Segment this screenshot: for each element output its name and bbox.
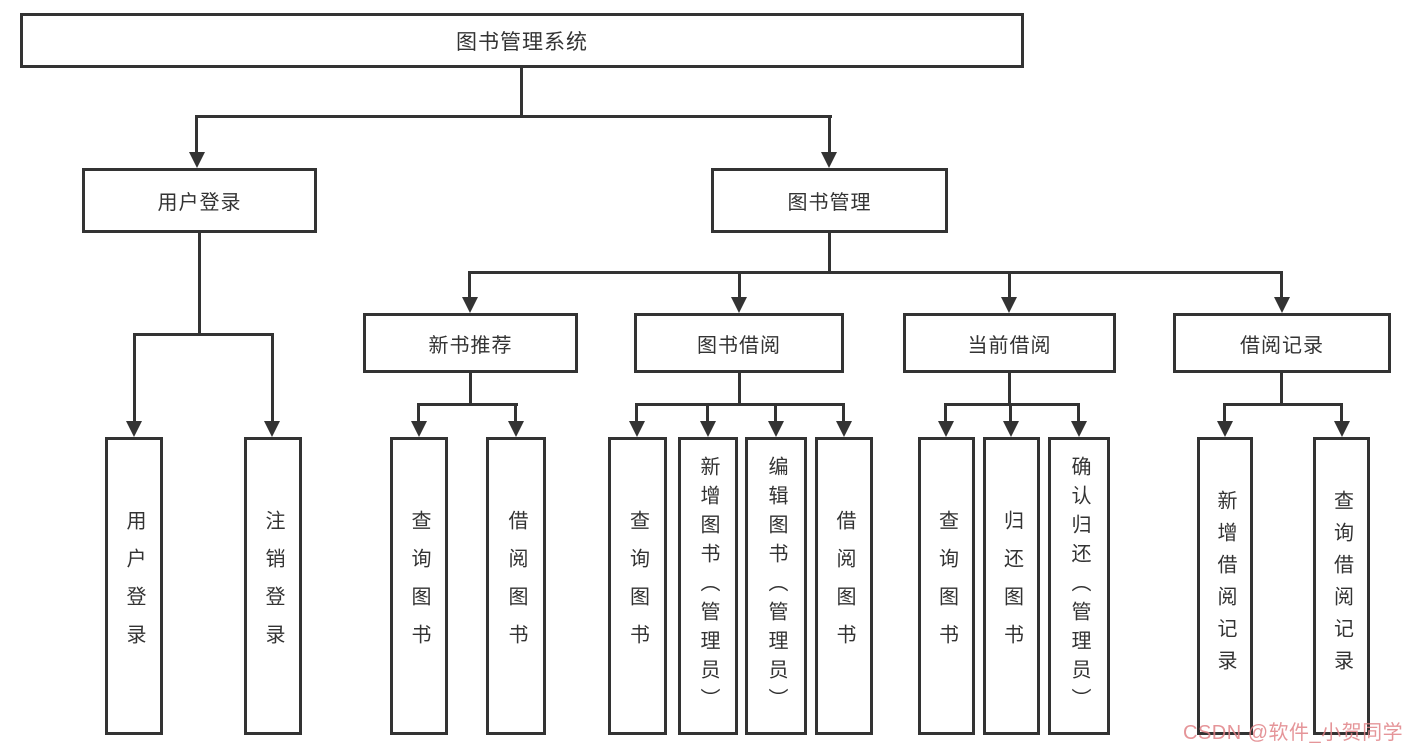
leaf-bb-edit-books-admin: 编辑图书（管理员）: [745, 437, 807, 735]
csdn-watermark: CSDN @软件_小贺同学: [1183, 722, 1404, 744]
connector-nbr-crossbar: [417, 403, 518, 406]
leaf-bb-query-books: 查询图书: [608, 437, 667, 735]
arrow-down-icon: [821, 152, 837, 168]
node-book-management: 图书管理: [711, 168, 948, 233]
connector-bb-stem: [738, 373, 741, 406]
leaf-bb-add-books-admin: 新增图书（管理员）: [678, 437, 738, 735]
leaf-user-login: 用户登录: [105, 437, 163, 735]
connector-to-new-book-recommend: [468, 271, 471, 299]
leaf-cb-query-books-label: 查询图书: [935, 510, 958, 662]
connector-root-stem: [520, 66, 523, 117]
arrow-down-icon: [1003, 421, 1019, 437]
arrow-down-icon: [731, 297, 747, 313]
leaf-cb-confirm-return-admin: 确认归还（管理员）: [1048, 437, 1110, 735]
arrow-down-icon: [938, 421, 954, 437]
arrow-down-icon: [1334, 421, 1350, 437]
leaf-logout-login-label: 注销登录: [262, 510, 284, 662]
arrow-down-icon: [700, 421, 716, 437]
arrow-down-icon: [768, 421, 784, 437]
connector-to-leaf-logout: [271, 333, 274, 422]
leaf-bb-borrow-books: 借阅图书: [815, 437, 873, 735]
connector-to-leaf-user-login: [133, 333, 136, 422]
node-new-book-recommend: 新书推荐: [363, 313, 578, 373]
connector-cb-crossbar: [945, 403, 1080, 406]
node-user-login: 用户登录: [82, 168, 317, 233]
leaf-cb-return-books-label: 归还图书: [1000, 510, 1023, 662]
arrow-down-icon: [1217, 421, 1233, 437]
node-borrow-records: 借阅记录: [1173, 313, 1391, 373]
connector-to-bb-edit: [774, 403, 777, 422]
arrow-down-icon: [126, 421, 142, 437]
connector-user-login-crossbar: [133, 333, 274, 336]
arrow-down-icon: [189, 152, 205, 168]
leaf-logout-login: 注销登录: [244, 437, 302, 735]
connector-to-bb-borrow: [842, 403, 845, 422]
node-root-label: 图书管理系统: [456, 30, 588, 54]
arrow-down-icon: [629, 421, 645, 437]
arrow-down-icon: [1001, 297, 1017, 313]
arrow-down-icon: [1274, 297, 1290, 313]
connector-br-stem: [1280, 373, 1283, 406]
leaf-br-add-record: 新增借阅记录: [1197, 437, 1253, 735]
connector-to-bb-query: [635, 403, 638, 422]
leaf-bb-edit-books-admin-label: 编辑图书（管理员）: [765, 455, 787, 717]
leaf-cb-return-books: 归还图书: [983, 437, 1040, 735]
connector-to-nbr-query: [417, 403, 420, 422]
leaf-bb-add-books-admin-label: 新增图书（管理员）: [697, 455, 719, 717]
leaf-br-add-record-label: 新增借阅记录: [1214, 490, 1236, 682]
node-borrow-records-label: 借阅记录: [1240, 334, 1324, 357]
connector-to-user-login: [195, 115, 198, 154]
leaf-br-query-record: 查询借阅记录: [1313, 437, 1370, 735]
leaf-bb-borrow-books-label: 借阅图书: [833, 510, 855, 662]
arrow-down-icon: [508, 421, 524, 437]
connector-br-crossbar: [1224, 403, 1343, 406]
connector-to-cb-return: [1009, 403, 1012, 422]
connector-root-crossbar: [195, 115, 832, 118]
node-user-login-label: 用户登录: [157, 192, 242, 214]
node-new-book-recommend-label: 新书推荐: [428, 334, 513, 357]
connector-nbr-stem: [469, 373, 472, 406]
leaf-user-login-label: 用户登录: [123, 510, 145, 662]
connector-to-br-query: [1340, 403, 1343, 422]
leaf-nbr-query-books: 查询图书: [390, 437, 448, 735]
arrow-down-icon: [462, 297, 478, 313]
connector-to-book-borrow: [738, 271, 741, 299]
leaf-bb-query-books-label: 查询图书: [626, 510, 649, 662]
connector-to-current-borrow: [1008, 271, 1011, 299]
node-book-management-label: 图书管理: [787, 192, 872, 214]
connector-to-bb-add: [706, 403, 709, 422]
node-book-borrow-label: 图书借阅: [697, 334, 781, 357]
connector-bb-crossbar: [636, 403, 845, 406]
arrow-down-icon: [264, 421, 280, 437]
leaf-cb-confirm-return-admin-label: 确认归还（管理员）: [1068, 455, 1090, 717]
leaf-nbr-query-books-label: 查询图书: [408, 510, 430, 662]
node-book-borrow: 图书借阅: [634, 313, 844, 373]
connector-cb-stem: [1008, 373, 1011, 406]
leaf-cb-query-books: 查询图书: [918, 437, 975, 735]
node-current-borrow-label: 当前借阅: [967, 334, 1052, 357]
connector-to-book-management: [828, 115, 831, 154]
node-root: 图书管理系统: [20, 13, 1024, 68]
connector-to-borrow-records: [1280, 271, 1283, 299]
connector-book-management-stem: [828, 232, 831, 274]
connector-to-cb-query: [944, 403, 947, 422]
leaf-nbr-borrow-books-label: 借阅图书: [505, 510, 527, 662]
connector-to-br-add: [1223, 403, 1226, 422]
leaf-br-query-record-label: 查询借阅记录: [1330, 490, 1353, 682]
leaf-nbr-borrow-books: 借阅图书: [486, 437, 546, 735]
connector-user-login-stem: [198, 232, 201, 336]
node-current-borrow: 当前借阅: [903, 313, 1116, 373]
arrow-down-icon: [1071, 421, 1087, 437]
connector-book-management-crossbar: [468, 271, 1283, 274]
connector-to-cb-confirm: [1077, 403, 1080, 422]
arrow-down-icon: [836, 421, 852, 437]
arrow-down-icon: [411, 421, 427, 437]
connector-to-nbr-borrow: [514, 403, 517, 422]
